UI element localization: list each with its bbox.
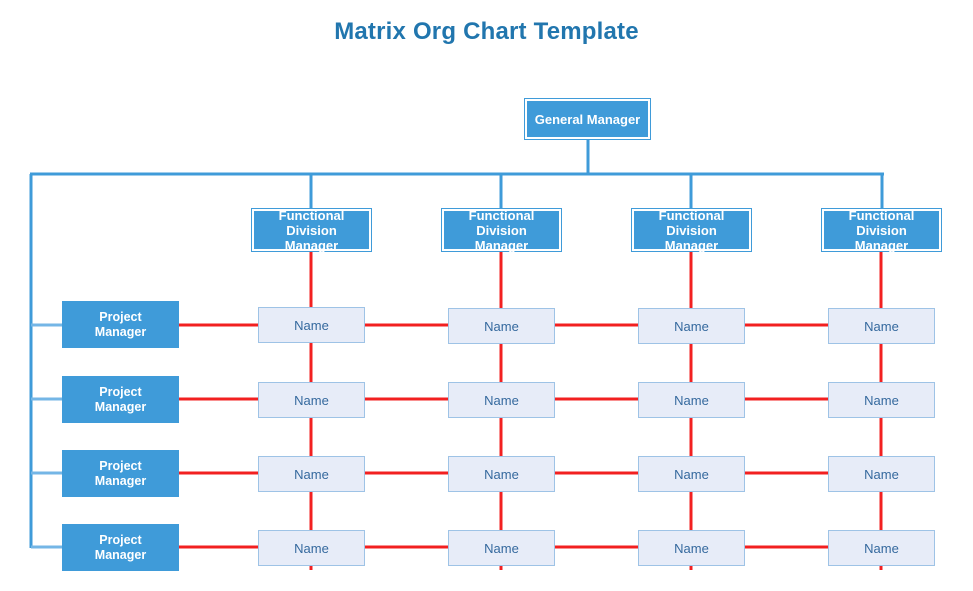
matrix-cell-r2c2-label: Name bbox=[484, 392, 519, 408]
matrix-cell-r2c4-label: Name bbox=[864, 392, 899, 408]
matrix-cell-r4c1-label: Name bbox=[294, 540, 329, 556]
matrix-cell-r3c1[interactable]: Name bbox=[258, 456, 365, 492]
matrix-cell-r1c3-label: Name bbox=[674, 318, 709, 334]
node-fdm-3-line2: Division Manager bbox=[664, 222, 719, 253]
matrix-cell-r3c2[interactable]: Name bbox=[448, 456, 555, 492]
matrix-cell-r2c2[interactable]: Name bbox=[448, 382, 555, 418]
node-functional-division-manager-3[interactable]: Functional Division Manager bbox=[631, 208, 752, 253]
matrix-cell-r1c4-label: Name bbox=[864, 318, 899, 334]
matrix-cell-r2c3[interactable]: Name bbox=[638, 382, 745, 418]
matrix-cell-r2c4[interactable]: Name bbox=[828, 382, 935, 418]
matrix-cell-r4c3-label: Name bbox=[674, 540, 709, 556]
matrix-cell-r1c2-label: Name bbox=[484, 318, 519, 334]
node-pm-1-line1: Project bbox=[99, 309, 142, 324]
node-project-manager-2[interactable]: Project Manager bbox=[62, 376, 179, 423]
node-pm-4-line2: Manager bbox=[94, 547, 147, 562]
matrix-cell-r4c4-label: Name bbox=[864, 540, 899, 556]
node-fdm-2-label: Functional Division Manager bbox=[442, 208, 561, 253]
matrix-cell-r4c1[interactable]: Name bbox=[258, 530, 365, 566]
matrix-cell-r1c4[interactable]: Name bbox=[828, 308, 935, 344]
matrix-cell-r3c4-label: Name bbox=[864, 466, 899, 482]
node-general-manager[interactable]: General Manager bbox=[524, 98, 651, 140]
page-title: Matrix Org Chart Template bbox=[334, 18, 639, 45]
node-pm-4-label: Project Manager bbox=[62, 533, 179, 563]
node-project-manager-3[interactable]: Project Manager bbox=[62, 450, 179, 497]
node-fdm-4-label: Functional Division Manager bbox=[822, 208, 941, 253]
node-fdm-1-label: Functional Division Manager bbox=[252, 208, 371, 253]
node-pm-2-line1: Project bbox=[99, 384, 142, 399]
node-pm-3-label: Project Manager bbox=[62, 459, 179, 489]
node-pm-2-line2: Manager bbox=[94, 399, 147, 414]
matrix-cell-r3c2-label: Name bbox=[484, 466, 519, 482]
matrix-cell-r2c1-label: Name bbox=[294, 392, 329, 408]
node-functional-division-manager-1[interactable]: Functional Division Manager bbox=[251, 208, 372, 253]
node-fdm-4-line1: Functional bbox=[848, 207, 915, 223]
matrix-cell-r1c1[interactable]: Name bbox=[258, 307, 365, 343]
matrix-cell-r2c1[interactable]: Name bbox=[258, 382, 365, 418]
node-fdm-4-line2: Division Manager bbox=[854, 222, 909, 253]
node-project-manager-1[interactable]: Project Manager bbox=[62, 301, 179, 348]
node-pm-1-label: Project Manager bbox=[62, 310, 179, 340]
matrix-cell-r3c1-label: Name bbox=[294, 466, 329, 482]
node-general-manager-label: General Manager bbox=[534, 111, 641, 127]
node-functional-division-manager-4[interactable]: Functional Division Manager bbox=[821, 208, 942, 253]
matrix-cell-r4c3[interactable]: Name bbox=[638, 530, 745, 566]
matrix-cell-r3c3[interactable]: Name bbox=[638, 456, 745, 492]
matrix-cell-r4c4[interactable]: Name bbox=[828, 530, 935, 566]
node-fdm-2-line1: Functional bbox=[468, 207, 535, 223]
node-pm-4-line1: Project bbox=[99, 532, 142, 547]
node-pm-1-line2: Manager bbox=[94, 324, 147, 339]
matrix-cell-r4c2[interactable]: Name bbox=[448, 530, 555, 566]
matrix-cell-r2c3-label: Name bbox=[674, 392, 709, 408]
node-fdm-2-line2: Division Manager bbox=[474, 222, 529, 253]
matrix-cell-r1c2[interactable]: Name bbox=[448, 308, 555, 344]
matrix-cell-r3c4[interactable]: Name bbox=[828, 456, 935, 492]
matrix-cell-r1c1-label: Name bbox=[294, 317, 329, 333]
matrix-cell-r3c3-label: Name bbox=[674, 466, 709, 482]
node-pm-3-line1: Project bbox=[99, 458, 142, 473]
node-project-manager-4[interactable]: Project Manager bbox=[62, 524, 179, 571]
node-fdm-3-label: Functional Division Manager bbox=[632, 208, 751, 253]
node-functional-division-manager-2[interactable]: Functional Division Manager bbox=[441, 208, 562, 253]
node-pm-2-label: Project Manager bbox=[62, 385, 179, 415]
matrix-cell-r4c2-label: Name bbox=[484, 540, 519, 556]
node-pm-3-line2: Manager bbox=[94, 473, 147, 488]
node-fdm-1-line2: Division Manager bbox=[284, 222, 339, 253]
node-fdm-1-line1: Functional bbox=[278, 207, 345, 223]
matrix-cell-r1c3[interactable]: Name bbox=[638, 308, 745, 344]
node-fdm-3-line1: Functional bbox=[658, 207, 725, 223]
